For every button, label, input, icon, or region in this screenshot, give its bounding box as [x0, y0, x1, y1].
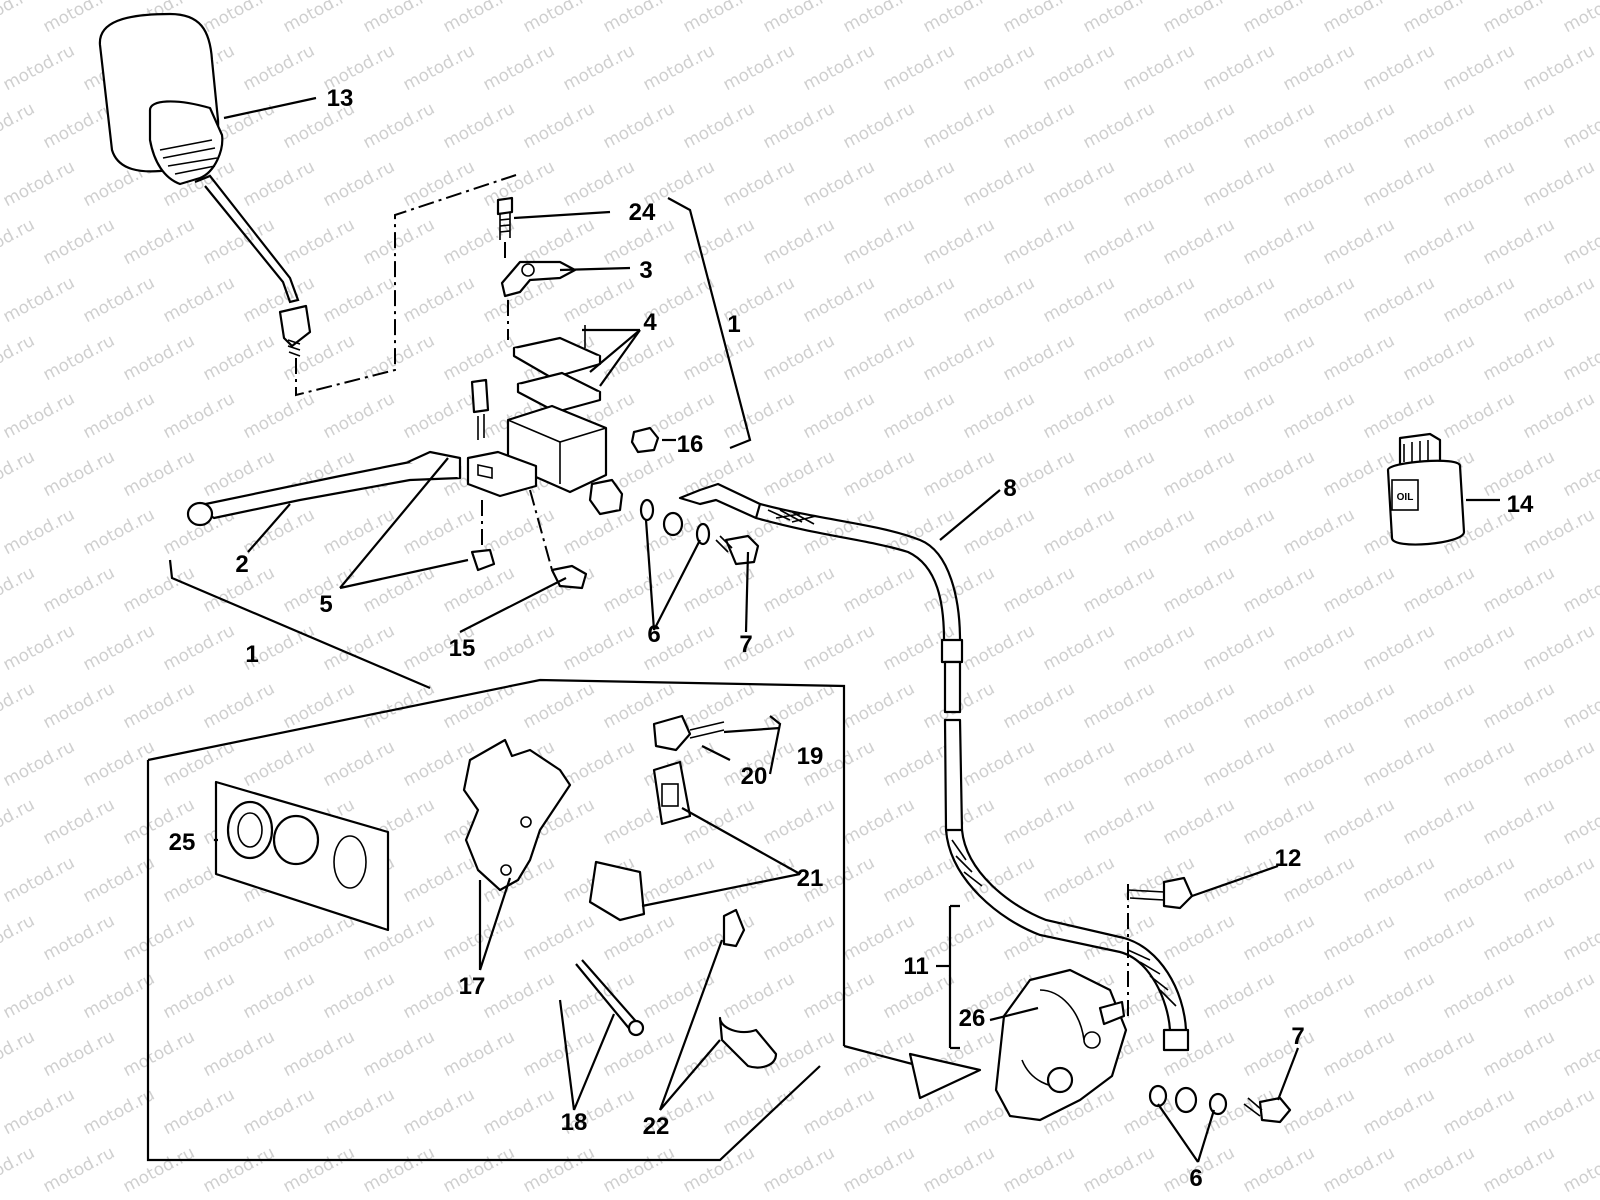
callout-21: 21	[797, 865, 824, 892]
callout-8: 8	[1003, 475, 1016, 502]
callout-26: 26	[959, 1005, 986, 1032]
callout-25: 25	[169, 829, 196, 856]
oil-bottle: OIL	[1386, 432, 1466, 546]
callout-16: 16	[677, 431, 704, 458]
panel-arrow-head	[908, 1052, 982, 1100]
brake-lever	[186, 450, 462, 527]
callout-6-lower: 6	[1189, 1165, 1202, 1192]
callout-17: 17	[459, 973, 486, 1000]
master-cylinder-assembly	[466, 196, 660, 590]
callout-24: 24	[629, 199, 656, 226]
callout-22: 22	[643, 1113, 670, 1140]
callout-20: 20	[741, 763, 768, 790]
lower-banjo-hardware	[1148, 1084, 1292, 1124]
leader-lines	[214, 96, 1500, 1163]
callout-6-upper: 6	[647, 621, 660, 648]
callout-3: 3	[639, 257, 652, 284]
callout-13: 13	[327, 85, 354, 112]
callout-7-upper: 7	[739, 631, 752, 658]
upper-banjo-hardware	[639, 498, 760, 566]
brake-hose	[678, 482, 1190, 1052]
group-1-bracket-lower	[168, 559, 431, 690]
callout-11: 11	[903, 953, 928, 980]
callout-15: 15	[449, 635, 476, 662]
panel-arrow-line	[843, 1044, 921, 1068]
callout-7-lower: 7	[1291, 1023, 1304, 1050]
callout-5: 5	[319, 591, 332, 618]
callout-14: 14	[1507, 491, 1534, 518]
callout-2: 2	[235, 551, 248, 578]
oil-bottle-label: OIL	[1397, 492, 1414, 503]
callout-18: 18	[561, 1109, 588, 1136]
brake-caliper	[936, 876, 1194, 1122]
callout-1-lower: 1	[245, 641, 258, 668]
callout-4: 4	[643, 309, 657, 336]
callout-1-upper: 1	[727, 311, 740, 338]
rear-view-mirror	[98, 12, 517, 397]
group-1-bracket-upper	[667, 197, 752, 450]
caliper-parts-panel	[146, 678, 846, 1162]
callout-19: 19	[797, 743, 824, 770]
callout-12: 12	[1275, 845, 1302, 872]
